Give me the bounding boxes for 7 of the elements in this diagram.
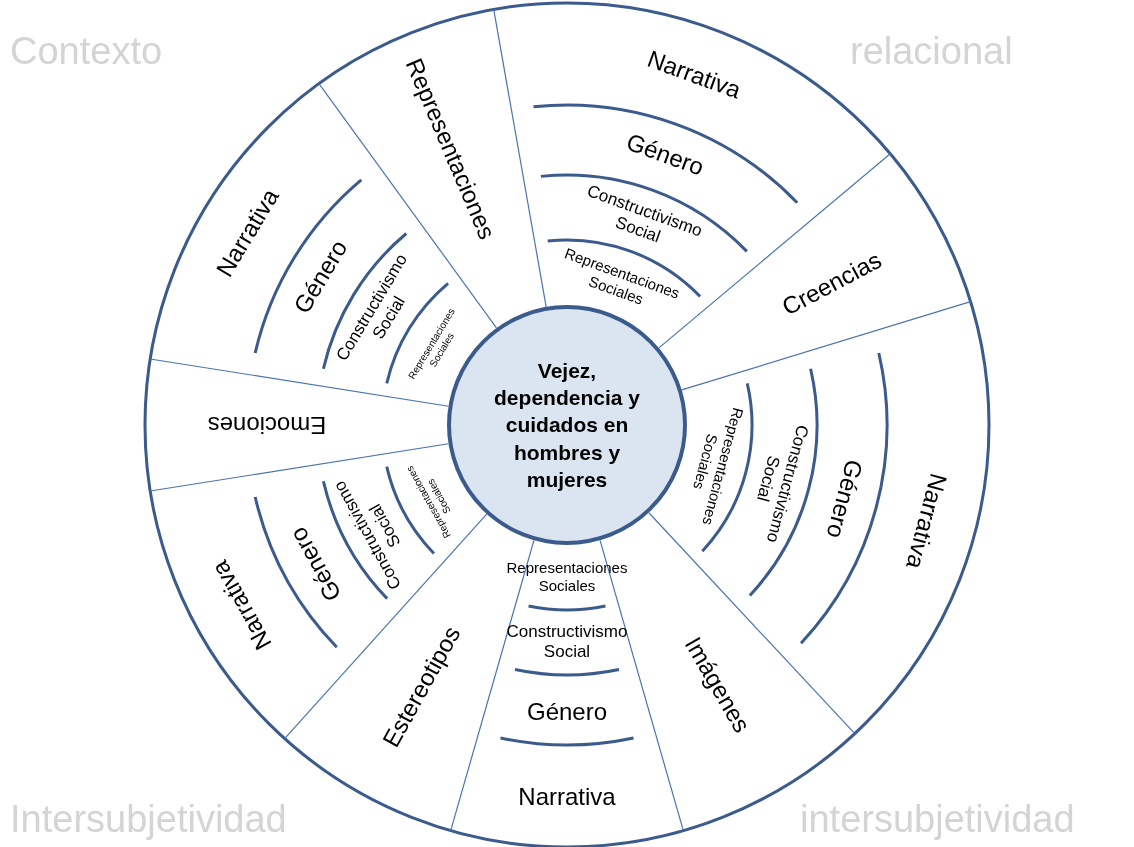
ring-label: Constructivismo Social [482,621,652,663]
ring-label: Género [819,456,869,542]
ring-label: Género [526,697,608,727]
sector-label: Emociones [207,410,327,440]
ring-label: Representaciones Sociales [482,559,652,595]
ring-label: Género [622,128,708,183]
ring-label: Narrativa [518,782,616,812]
